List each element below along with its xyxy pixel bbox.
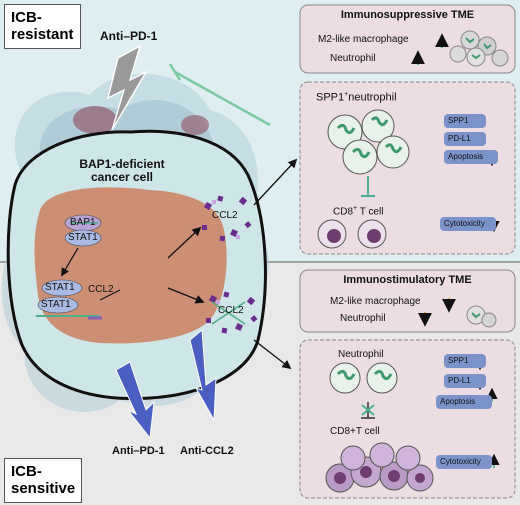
macrophage-cluster-icon — [449, 30, 509, 67]
anti-pd1-label-bottom: Anti–PD-1 — [112, 445, 165, 457]
ccl2-gene-label: CCL2 — [88, 284, 114, 295]
icb-resistant-label-line2: resistant — [11, 26, 74, 44]
m2-macrophage-label: M2-like macrophage — [330, 296, 421, 307]
icb-resistant-label-line1: ICB- — [11, 9, 42, 26]
ccl2-label-bottom: CCL2 — [218, 305, 244, 316]
immunostimulatory-tme-title: Immunostimulatory TME — [343, 274, 472, 286]
immunostimulatory-tme-panel — [299, 269, 516, 333]
cd8-t-cell-label: CD8+ T cell — [333, 205, 383, 217]
nucleus — [34, 187, 227, 344]
icb-sensitive-label: ICB- sensitive — [4, 458, 83, 503]
stat1-label: STAT1 — [45, 282, 75, 293]
cancer-cell-title-line1: BAP1-deficient — [79, 157, 165, 171]
anti-ccl2-label: Anti-CCL2 — [180, 445, 234, 457]
recruit-arrow-sensitive — [253, 339, 292, 370]
anti-pd1-bolt-top — [106, 44, 148, 131]
stat1-translocation-arrow — [61, 247, 79, 277]
icb-sensitive-label-line2: sensitive — [11, 480, 76, 498]
neutrophil-icon — [329, 362, 361, 394]
neutrophil-label: Neutrophil — [340, 313, 386, 324]
m2-macrophage-label: M2-like macrophage — [318, 34, 409, 45]
macrophage-icon — [466, 305, 497, 328]
cd8-t-cell-nucleus — [327, 229, 341, 243]
anti-ccl2-bolt — [189, 328, 217, 422]
cd8-label-rest: T cell — [357, 206, 384, 218]
apoptosis-marker-pill: Apoptosis — [436, 395, 492, 409]
cd8-t-cell-cluster-icon — [325, 442, 434, 493]
ccl2-cluster-top — [202, 195, 252, 242]
stat1-label: STAT1 — [68, 232, 98, 243]
pdl1-marker-pill: PD-L1 — [444, 132, 486, 146]
spp1-neutrophil-subtitle: SPP1+neutrophil — [316, 91, 397, 104]
neutrophil-icon — [366, 362, 398, 394]
spp1-subtitle-sup: + — [344, 91, 349, 98]
neutrophil-cluster-icon — [327, 109, 410, 175]
cancer-cell-title-line2: cancer cell — [90, 170, 154, 185]
anti-pd1-bolt-bottom — [115, 361, 155, 440]
cd8-t-cell-label: CD8+T cell — [330, 426, 380, 437]
recruit-arrow-resistant — [253, 158, 298, 206]
bap1-label: BAP1 — [70, 217, 96, 228]
anti-pd1-label-top: Anti–PD-1 — [100, 29, 158, 43]
cytotoxicity-marker-pill: Cytotoxicity — [440, 217, 496, 231]
ccl2-cluster-bottom — [206, 291, 258, 334]
stat1-label: STAT1 — [41, 299, 71, 310]
neutrophil-nuclei — [336, 369, 393, 381]
cd8-t-cell-nucleus — [367, 229, 381, 243]
spp1-subtitle-main: SPP1 — [316, 91, 345, 104]
inhibition-line — [174, 70, 271, 127]
pdl1-marker-pill: PD-L1 — [444, 374, 486, 388]
ccl2-label-top: CCL2 — [212, 210, 238, 221]
cd8-label-sup: + — [353, 205, 358, 212]
icb-sensitive-label-line1: ICB- — [11, 463, 42, 480]
spp1-subtitle-rest: neutrophil — [348, 91, 397, 104]
neutrophil-label: Neutrophil — [330, 53, 376, 64]
apoptosis-marker-pill: Apoptosis — [444, 150, 498, 164]
cytotoxicity-marker-pill: Cytotoxicity — [436, 455, 492, 469]
stat1-protein — [37, 296, 79, 314]
cd8-label-main: CD8 — [333, 206, 354, 218]
icb-resistant-label: ICB- resistant — [4, 4, 81, 49]
immunosuppressive-tme-title: Immunosuppressive TME — [340, 9, 475, 21]
block-x-icon — [361, 404, 375, 416]
ccl2-block-x — [211, 301, 246, 325]
spp1-marker-pill: SPP1 — [444, 114, 486, 128]
cancer-cell-title: BAP1-deficient cancer cell — [62, 157, 182, 185]
spp1-marker-pill: SPP1 — [444, 354, 486, 368]
ccl2-gene-pointer — [99, 289, 121, 301]
secretion-arrow-top — [167, 226, 202, 259]
stat1-protein — [64, 229, 102, 247]
tumor-cell — [73, 106, 117, 134]
neutrophil-subtitle: Neutrophil — [338, 349, 384, 360]
inhibition-bar — [168, 63, 182, 81]
secretion-arrow-bottom — [167, 287, 205, 304]
stat1-protein — [41, 279, 83, 297]
tumor-cell — [181, 115, 209, 135]
